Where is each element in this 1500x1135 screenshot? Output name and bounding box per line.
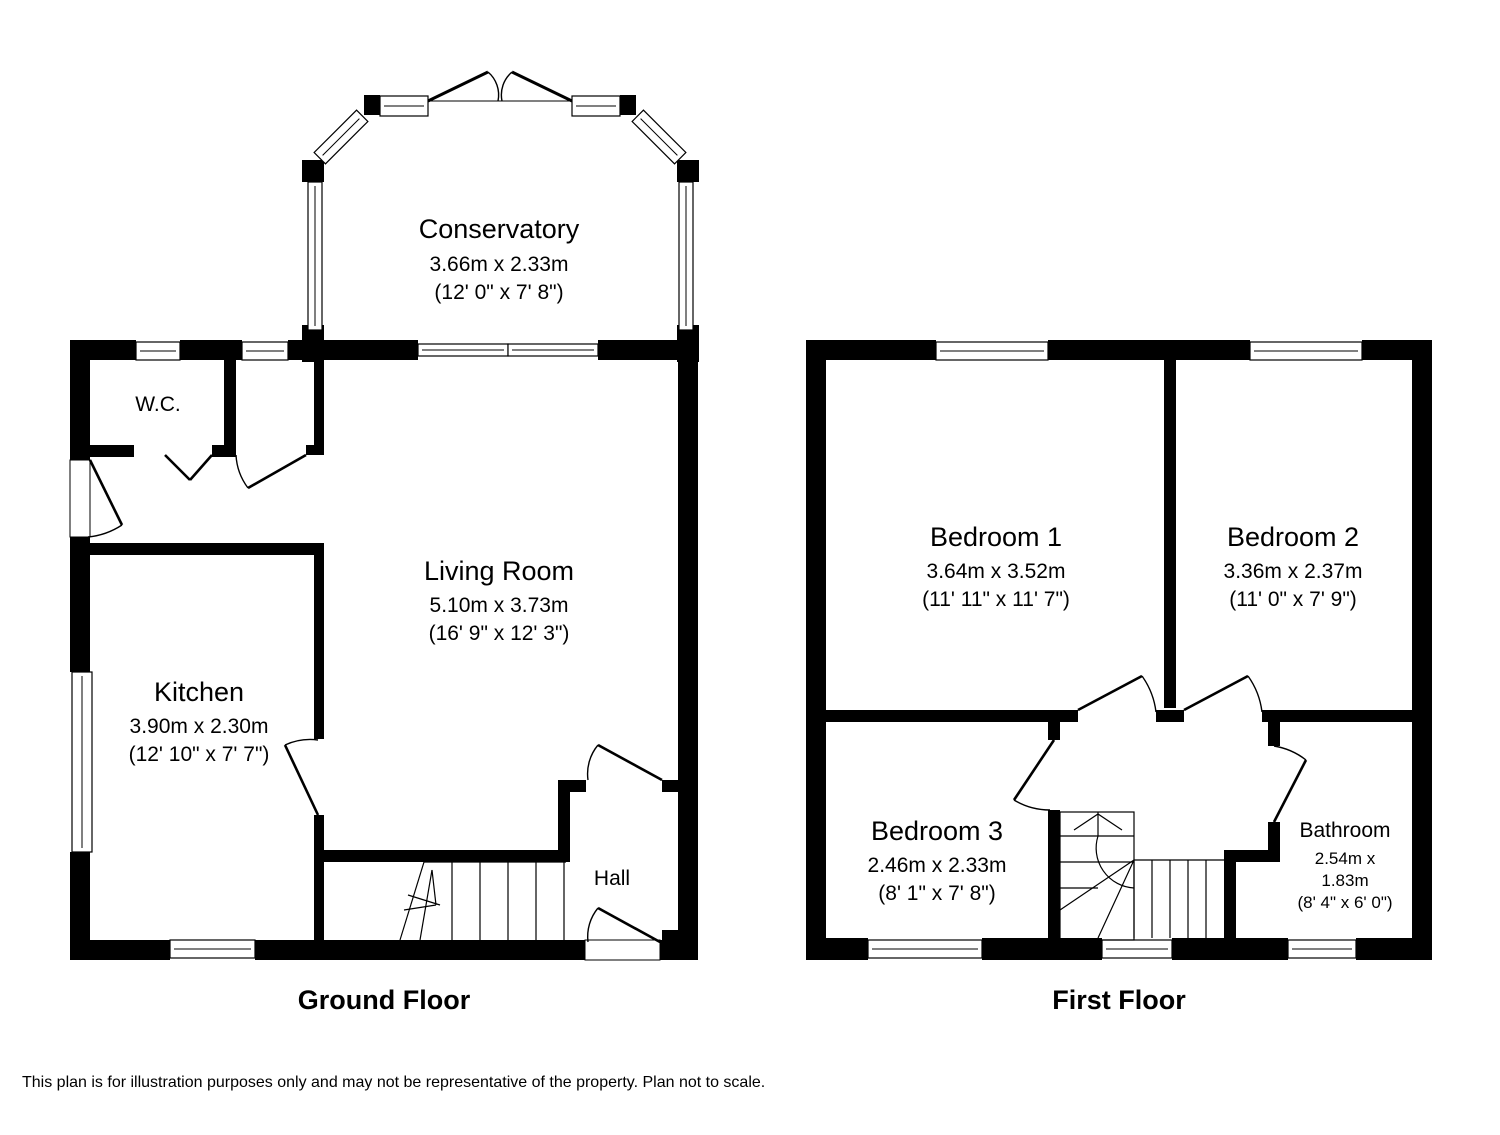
kitchen-imperial: (12' 10" x 7' 7") bbox=[129, 743, 270, 766]
bedroom2-metric: 3.36m x 2.37m bbox=[1224, 560, 1363, 583]
bathroom-imperial: (8' 4" x 6' 0") bbox=[1297, 893, 1392, 912]
conservatory-imperial: (12' 0" x 7' 8") bbox=[434, 281, 563, 304]
bathroom-metric-line2: 1.83m bbox=[1321, 871, 1368, 890]
bedroom2-window bbox=[1249, 341, 1363, 361]
bedroom2-name: Bedroom 2 bbox=[1227, 522, 1359, 552]
conservatory-window-diagonal-right bbox=[631, 109, 687, 165]
bedroom1-window bbox=[935, 341, 1049, 361]
ground-floor-doors bbox=[69, 453, 663, 961]
first-floor-walls bbox=[806, 340, 1432, 960]
ground-floor-stairs bbox=[399, 861, 566, 941]
conservatory-label: Conservatory 3.66m x 2.33m (12' 0" x 7' … bbox=[419, 214, 580, 304]
bedroom3-metric: 2.46m x 2.33m bbox=[868, 854, 1007, 877]
wc-name: W.C. bbox=[135, 393, 181, 416]
first-floor-title: First Floor bbox=[1052, 985, 1186, 1015]
bathroom-name: Bathroom bbox=[1299, 819, 1390, 842]
disclaimer-text: This plan is for illustration purposes o… bbox=[22, 1074, 765, 1091]
conservatory-window-top-left bbox=[379, 95, 429, 117]
living-room-label: Living Room 5.10m x 3.73m (16' 9" x 12' … bbox=[424, 556, 574, 645]
ground-floor-title: Ground Floor bbox=[298, 985, 471, 1015]
ground-floor-plan: Conservatory 3.66m x 2.33m (12' 0" x 7' … bbox=[69, 70, 699, 1015]
bathroom-window bbox=[1287, 939, 1357, 959]
wc-window bbox=[135, 341, 181, 361]
ground-floor-walls bbox=[70, 340, 698, 960]
conservatory-window-diagonal-left bbox=[313, 109, 369, 165]
bedroom1-metric: 3.64m x 3.52m bbox=[927, 560, 1066, 583]
bedroom3-name: Bedroom 3 bbox=[871, 816, 1003, 846]
cupboard-window bbox=[241, 341, 289, 361]
conservatory-name: Conservatory bbox=[419, 214, 580, 244]
conservatory-window-right bbox=[678, 181, 694, 331]
living-room-name: Living Room bbox=[424, 556, 574, 586]
hall-name: Hall bbox=[594, 867, 630, 890]
conservatory-window-top-right bbox=[571, 95, 621, 117]
kitchen-window-bottom bbox=[169, 939, 256, 959]
kitchen-metric: 3.90m x 2.30m bbox=[130, 715, 269, 738]
bedroom3-window bbox=[867, 939, 983, 959]
kitchen-window-side bbox=[71, 671, 93, 853]
conservatory-metric: 3.66m x 2.33m bbox=[430, 253, 569, 276]
kitchen-name: Kitchen bbox=[154, 677, 244, 707]
living-room-metric: 5.10m x 3.73m bbox=[430, 594, 569, 617]
bedroom3-imperial: (8' 1" x 7' 8") bbox=[878, 882, 995, 905]
bathroom-label: Bathroom 2.54m x 1.83m (8' 4" x 6' 0") bbox=[1297, 819, 1392, 912]
conservatory-patio-door bbox=[417, 343, 599, 357]
bedroom1-name: Bedroom 1 bbox=[930, 522, 1062, 552]
bedroom1-label: Bedroom 1 3.64m x 3.52m (11' 11" x 11' 7… bbox=[922, 522, 1070, 611]
bedroom2-label: Bedroom 2 3.36m x 2.37m (11' 0" x 7' 9") bbox=[1224, 522, 1363, 611]
first-floor-plan: Bedroom 1 3.64m x 3.52m (11' 11" x 11' 7… bbox=[806, 340, 1432, 1015]
first-floor-doors bbox=[1012, 674, 1308, 823]
bedroom3-label: Bedroom 3 2.46m x 2.33m (8' 1" x 7' 8") bbox=[868, 816, 1007, 905]
bedroom1-imperial: (11' 11" x 11' 7") bbox=[922, 588, 1070, 611]
kitchen-label: Kitchen 3.90m x 2.30m (12' 10" x 7' 7") bbox=[129, 677, 270, 766]
landing-window bbox=[1101, 939, 1173, 959]
bathroom-metric-line1: 2.54m x bbox=[1315, 849, 1376, 868]
bedroom2-imperial: (11' 0" x 7' 9") bbox=[1229, 588, 1357, 611]
living-room-imperial: (16' 9" x 12' 3") bbox=[429, 622, 570, 645]
conservatory-window-left bbox=[307, 181, 323, 331]
first-floor-stairs bbox=[1059, 811, 1224, 941]
